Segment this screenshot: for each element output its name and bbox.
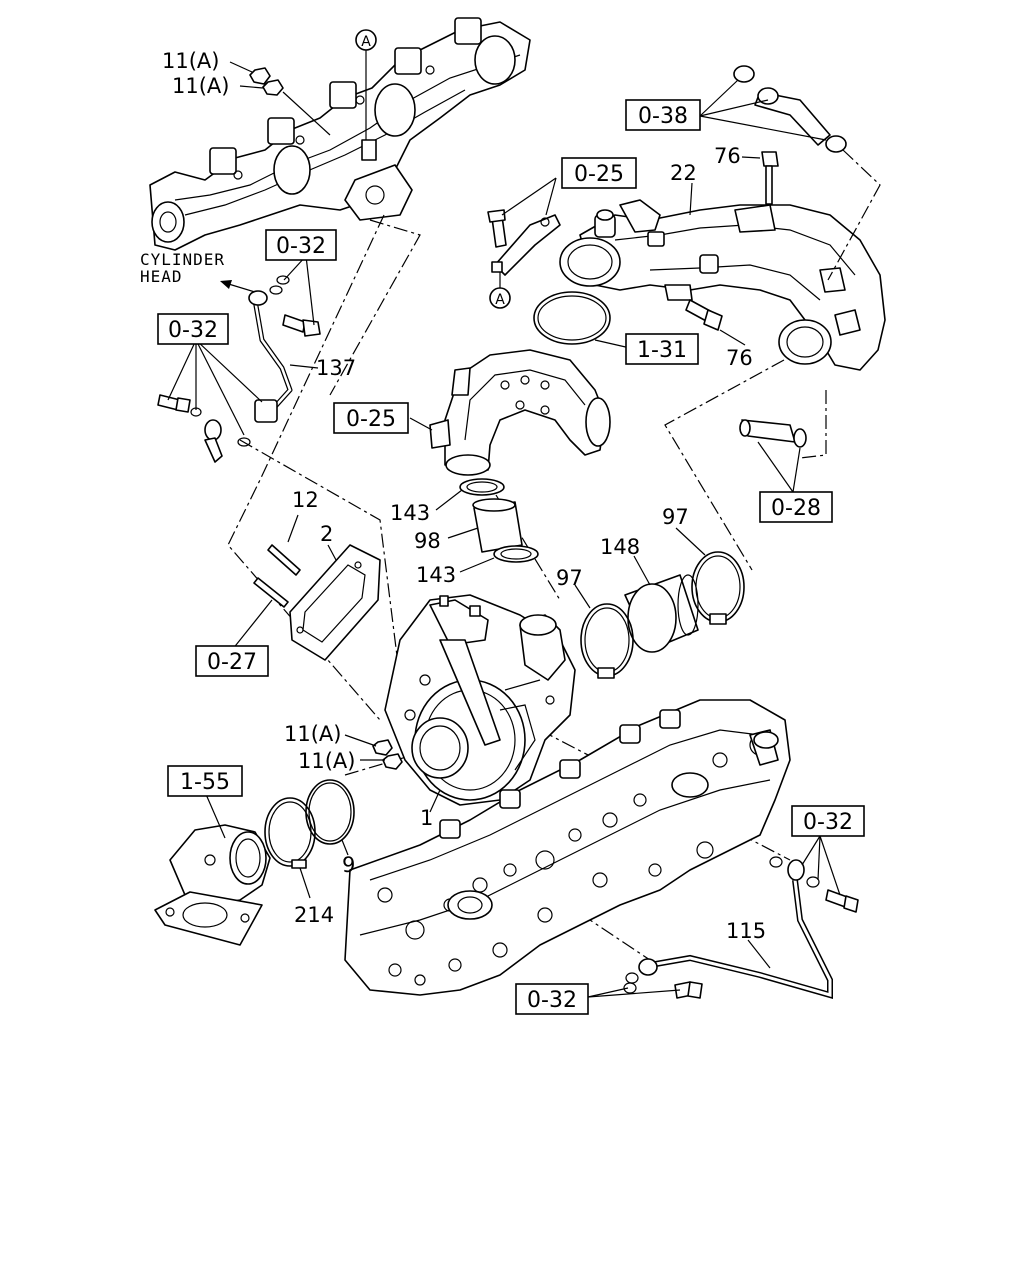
exhaust-elbow-1-55 <box>154 791 271 946</box>
cylinder-head-text-1: CYLINDER <box>140 250 225 269</box>
cylinder-head-block <box>344 699 791 996</box>
intake-bracket: A <box>487 209 561 309</box>
oil-return-pipe-115 <box>623 856 859 999</box>
nut-11a-lower <box>344 734 403 770</box>
stud-12 <box>267 514 301 576</box>
label-11a-4: 11(A) <box>298 749 355 773</box>
ref-0-32-left: 0-32 <box>168 318 218 343</box>
circle-a-label-2: A <box>495 292 505 308</box>
ref-0-25-top: 0-25 <box>574 162 624 187</box>
ref-0-32-upper: 0-32 <box>276 234 326 259</box>
ref-0-38: 0-38 <box>638 104 688 129</box>
part-number-labels: 11(A) 11(A) 76 22 137 76 143 12 97 2 98 … <box>162 49 766 943</box>
circle-a-label: A <box>361 34 371 50</box>
label-214: 214 <box>294 903 334 927</box>
ref-1-55: 1-55 <box>180 770 230 795</box>
clamp-214 <box>264 797 316 899</box>
ref-0-27: 0-27 <box>207 650 257 675</box>
hose-0-28 <box>739 419 807 493</box>
ref-0-28: 0-28 <box>771 496 821 521</box>
circle-a-top: A <box>355 29 377 140</box>
hose-0-38 <box>699 65 847 153</box>
ref-0-25-lower: 0-25 <box>346 407 396 432</box>
label-148: 148 <box>600 535 640 559</box>
gasket-2 <box>289 544 381 661</box>
cylinder-head-text-2: HEAD <box>140 267 183 286</box>
seal-ring-143-upper <box>459 478 505 496</box>
label-2: 2 <box>320 522 333 546</box>
bolt-76-lower <box>685 299 746 346</box>
label-11a-2: 11(A) <box>172 74 229 98</box>
exhaust-manifold <box>149 17 531 251</box>
label-9: 9 <box>342 853 355 877</box>
hose-148 <box>624 574 699 653</box>
label-97-right: 97 <box>662 505 689 529</box>
seal-ring-143-lower <box>493 545 539 563</box>
oil-feed-pipe-137 <box>157 275 321 463</box>
label-115: 115 <box>726 919 766 943</box>
clamp-97-right <box>691 551 745 625</box>
label-1: 1 <box>420 806 433 830</box>
cylinder-head-arrow: CYLINDER HEAD <box>140 250 256 293</box>
label-98: 98 <box>414 529 441 553</box>
ref-1-31: 1-31 <box>637 338 687 363</box>
nut-11a-top <box>229 61 331 136</box>
intake-pipe-22 <box>559 199 886 371</box>
label-22: 22 <box>670 161 697 185</box>
sleeve-98 <box>472 498 523 553</box>
ref-0-32-bottom: 0-32 <box>527 988 577 1013</box>
turbo-outlet-pipe <box>429 349 611 476</box>
label-137: 137 <box>316 356 356 380</box>
ref-0-32-right: 0-32 <box>803 810 853 835</box>
label-143-upper: 143 <box>390 501 430 525</box>
clamp-1-31 <box>533 291 631 349</box>
label-12: 12 <box>292 488 319 512</box>
label-97-left: 97 <box>556 566 583 590</box>
label-76-top: 76 <box>714 144 741 168</box>
label-11a-3: 11(A) <box>284 722 341 746</box>
label-143-lower: 143 <box>416 563 456 587</box>
bolt-76-top <box>741 151 779 205</box>
label-11a-1: 11(A) <box>162 49 219 73</box>
turbocharger-1 <box>384 594 576 806</box>
stud-0-27 <box>231 577 289 651</box>
reference-boxes: 0-38 0-25 0-32 0-32 1-31 0-25 0-28 0-27 … <box>157 99 865 1015</box>
label-76-lower: 76 <box>726 346 753 370</box>
leaders <box>167 177 841 998</box>
clamp-97-left <box>580 603 634 679</box>
